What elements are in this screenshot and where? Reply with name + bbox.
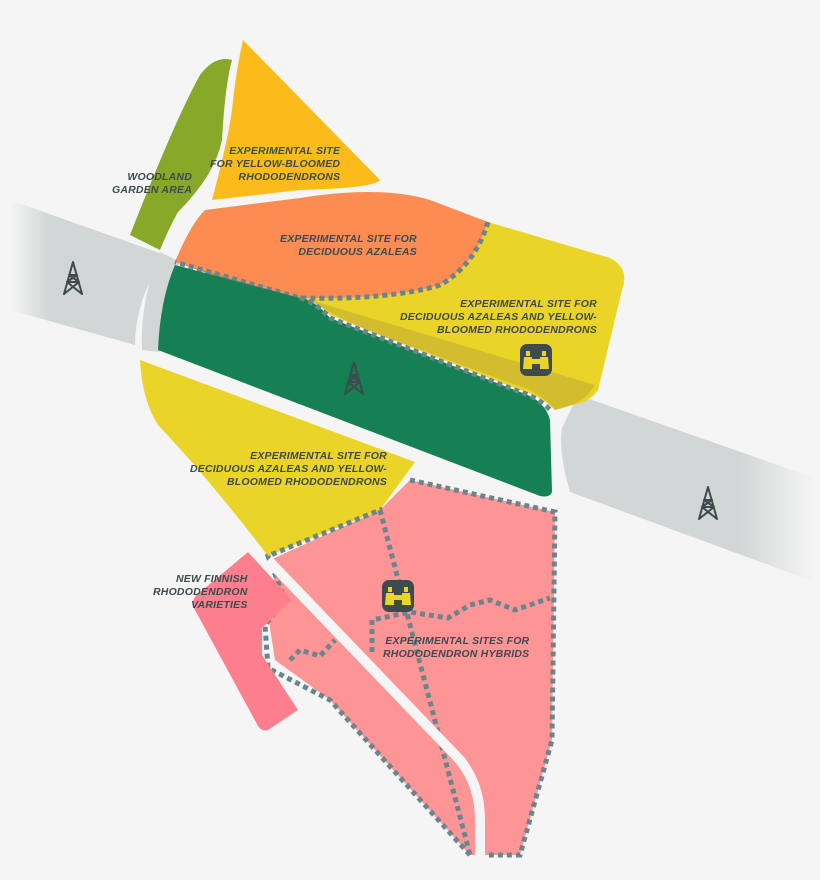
site-mixed-west	[140, 360, 415, 556]
label-line: VARIETIES	[191, 599, 248, 611]
label-line: BLOOMED RHODODENDRONS	[227, 476, 387, 488]
label-line: GARDEN AREA	[112, 184, 192, 196]
mixed-east-shade	[310, 300, 595, 410]
label-azaleas: EXPERIMENTAL SITE FOR DECIDUOUS AZALEAS	[280, 233, 417, 259]
label-line: EXPERIMENTAL SITE FOR	[250, 450, 387, 462]
label-mixed-west: EXPERIMENTAL SITE FOR DECIDUOUS AZALEAS …	[190, 450, 387, 489]
site-new-finnish-varieties	[193, 552, 298, 731]
site-deciduous-azaleas	[175, 191, 488, 299]
label-line: EXPERIMENTAL SITES FOR	[385, 635, 530, 647]
label-line: NEW FINNISH	[175, 573, 248, 585]
label-line: WOODLAND	[127, 171, 192, 183]
label-line: BLOOMED RHODODENDRONS	[437, 324, 597, 336]
label-line: DECIDUOUS AZALEAS	[298, 246, 417, 258]
label-line: RHODODENDRON	[153, 586, 248, 598]
site-rhododendron-hybrids	[268, 480, 555, 855]
binoculars-icon[interactable]	[520, 344, 552, 376]
label-line: DECIDUOUS AZALEAS AND YELLOW-	[400, 311, 597, 323]
label-yellow-bloomed: EXPERIMENTAL SITE FOR YELLOW-BLOOMED RHO…	[210, 145, 340, 184]
label-woodland: WOODLAND GARDEN AREA	[112, 171, 192, 197]
road-east	[561, 395, 815, 582]
site-yellow-bloomed	[212, 40, 380, 200]
footpath	[264, 556, 485, 860]
road-west	[10, 200, 165, 345]
label-line: EXPERIMENTAL SITE	[229, 145, 341, 157]
label-line: DECIDUOUS AZALEAS AND YELLOW-	[190, 463, 387, 475]
label-line: EXPERIMENTAL SITE FOR	[460, 298, 597, 310]
woodland-garden-area	[130, 59, 232, 250]
label-mixed-east: EXPERIMENTAL SITE FOR DECIDUOUS AZALEAS …	[400, 298, 597, 337]
label-line: RHODODENDRON HYBRIDS	[383, 648, 530, 660]
label-line: EXPERIMENTAL SITE FOR	[280, 233, 417, 245]
label-line: FOR YELLOW-BLOOMED	[210, 158, 341, 170]
label-line: RHODODENDRONS	[238, 171, 341, 183]
label-finnish: NEW FINNISH RHODODENDRON VARIETIES	[153, 573, 248, 612]
dark-green-area	[158, 265, 552, 497]
binoculars-icon[interactable]	[382, 580, 414, 612]
label-hybrids: EXPERIMENTAL SITES FOR RHODODENDRON HYBR…	[383, 635, 529, 661]
